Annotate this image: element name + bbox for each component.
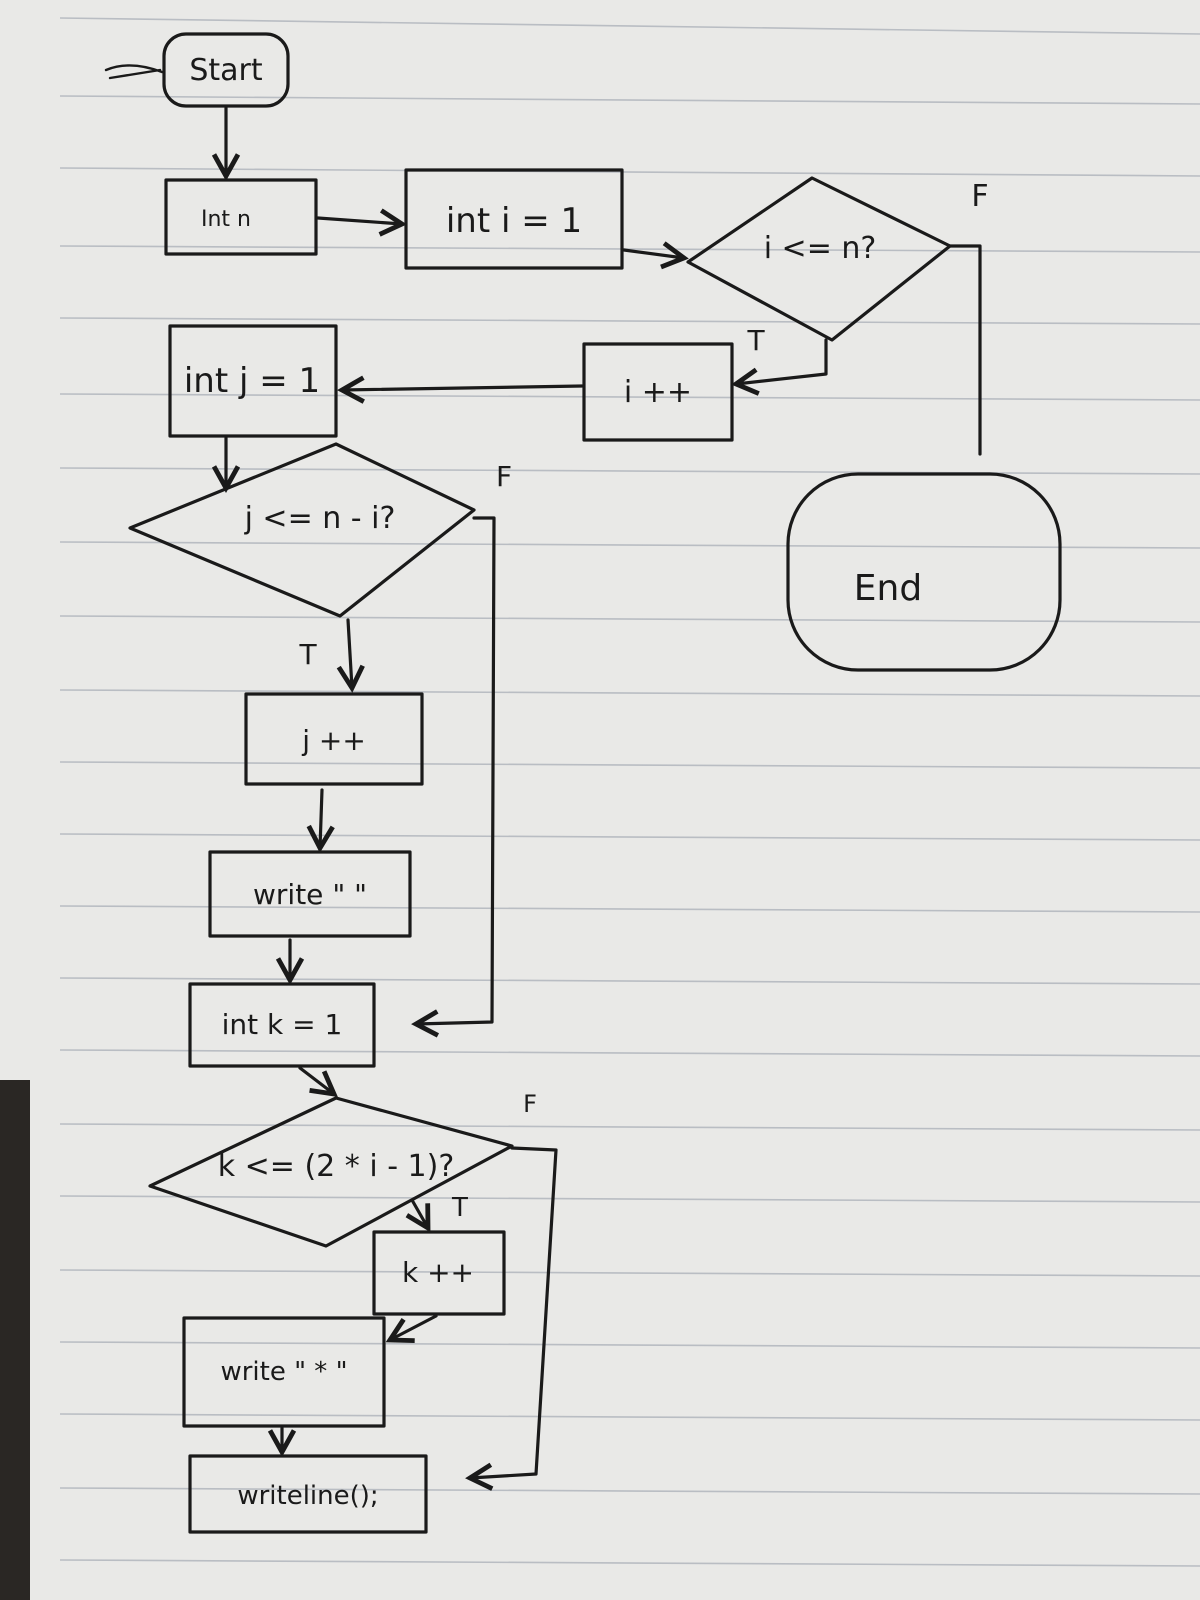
arrow-inc-j-to-write-space [320, 788, 322, 848]
init-k-label: int k = 1 [222, 1008, 343, 1041]
ruled-lines [59, 17, 1200, 1567]
write-space-node: write " " [208, 850, 412, 938]
cond-i-false-label: F [971, 179, 988, 214]
arrow-n-to-i [316, 218, 402, 224]
inc-k-node: k ++ [372, 1230, 506, 1316]
arrow-cond-i-false-to-end [948, 244, 982, 456]
cond-i-label: i <= n? [764, 231, 877, 266]
write-star-node: write " * " [182, 1316, 386, 1428]
init-j-label: int j = 1 [184, 361, 320, 401]
cond-j-true-label: T [298, 638, 317, 671]
cond-k-node: k <= (2 * i - 1)? [148, 1096, 514, 1248]
arrow-init-k-to-cond-k [298, 1066, 334, 1094]
arrow-cond-k-false-to-writeline [470, 1146, 558, 1478]
arrow-cond-i-true-to-inc-i [736, 338, 828, 384]
arrow-cond-k-true-to-inc-k [412, 1198, 428, 1228]
cond-k-true-label: T [451, 1193, 468, 1223]
page-shadow-left [0, 1080, 30, 1600]
arrow-inc-i-to-init-j [342, 386, 584, 390]
start-strikeout-mark [104, 64, 164, 80]
init-n-node: Int n [164, 178, 318, 256]
cond-j-label: j <= n - i? [244, 501, 396, 536]
inc-j-node: j ++ [244, 692, 424, 786]
init-i-label: int i = 1 [446, 201, 582, 241]
cond-i-true-label: T [746, 324, 765, 357]
end-label: End [854, 568, 922, 609]
start-node: Start [162, 32, 290, 108]
inc-i-node: i ++ [582, 342, 734, 442]
arrow-cond-j-true-to-inc-j [348, 618, 352, 688]
inc-j-label: j ++ [301, 724, 366, 757]
connectors [226, 106, 982, 1478]
cond-j-node: j <= n - i? [128, 442, 476, 618]
writeline-node: writeline(); [188, 1454, 428, 1534]
write-space-label: write " " [253, 878, 367, 911]
inc-k-label: k ++ [402, 1256, 474, 1289]
writeline-label: writeline(); [237, 1481, 378, 1511]
cond-j-false-label: F [496, 460, 512, 493]
init-n-label: Int n [201, 207, 251, 232]
init-i-node: int i = 1 [404, 168, 624, 270]
cond-k-false-label: F [523, 1090, 537, 1118]
end-node: End [786, 472, 1062, 672]
cond-k-label: k <= (2 * i - 1)? [218, 1149, 455, 1184]
arrow-i-to-cond-i [622, 250, 684, 258]
write-star-label: write " * " [220, 1357, 347, 1387]
start-label: Start [189, 53, 263, 88]
init-j-node: int j = 1 [168, 324, 338, 438]
inc-i-label: i ++ [624, 375, 692, 410]
arrow-inc-k-to-write-star [390, 1314, 438, 1340]
arrow-cond-j-false-to-init-k [416, 516, 496, 1024]
